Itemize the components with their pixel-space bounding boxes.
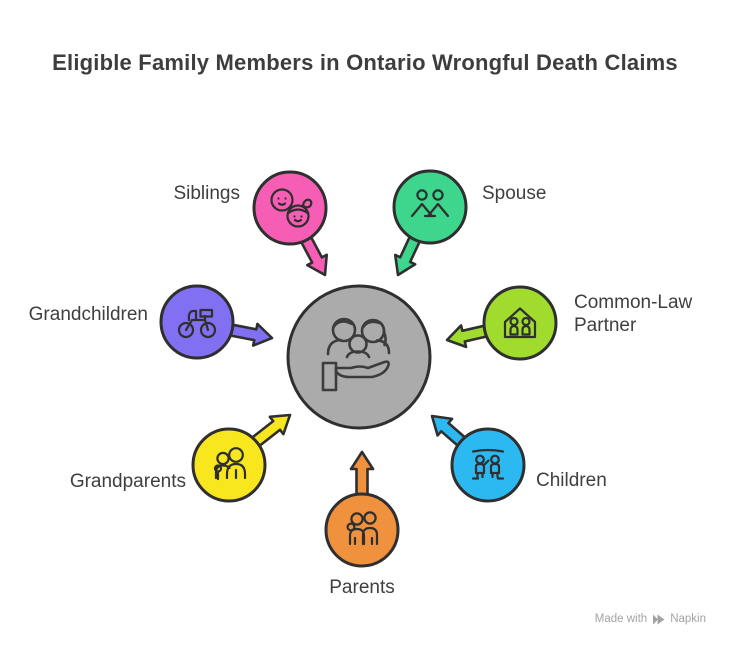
common-law-node — [482, 285, 558, 361]
page-title: Eligible Family Members in Ontario Wrong… — [52, 50, 678, 75]
watermark-prefix: Made with — [594, 613, 648, 625]
napkin-logo-icon — [653, 614, 665, 624]
parents-node — [324, 492, 400, 568]
grandchild-bicycle-icon — [177, 308, 217, 339]
label-parents: Parents — [329, 577, 395, 598]
grandchildren-node — [159, 284, 235, 360]
siblings-node — [252, 170, 328, 246]
label-children: Children — [536, 470, 607, 491]
children-playing-icon — [471, 448, 505, 480]
children-node — [450, 427, 526, 503]
napkin-watermark: Made with Napkin — [595, 613, 706, 625]
parents-family-icon — [346, 511, 379, 546]
grandparents-icon — [213, 447, 247, 481]
spouse-node — [392, 169, 468, 245]
siblings-faces-icon — [270, 188, 313, 228]
label-spouse: Spouse — [482, 183, 547, 204]
common-law-house-icon — [503, 307, 537, 339]
watermark-brand: Napkin — [670, 613, 706, 625]
label-siblings: Siblings — [173, 183, 240, 204]
label-common-law-partner: Common-Law Partner — [574, 292, 693, 336]
label-grandparents: Grandparents — [69, 471, 186, 492]
spouse-couple-icon — [410, 189, 450, 218]
grandparents-node — [191, 427, 267, 503]
family-in-hand-icon — [321, 317, 391, 392]
center-node — [286, 284, 432, 430]
label-grandchildren: Grandchildren — [28, 304, 148, 325]
